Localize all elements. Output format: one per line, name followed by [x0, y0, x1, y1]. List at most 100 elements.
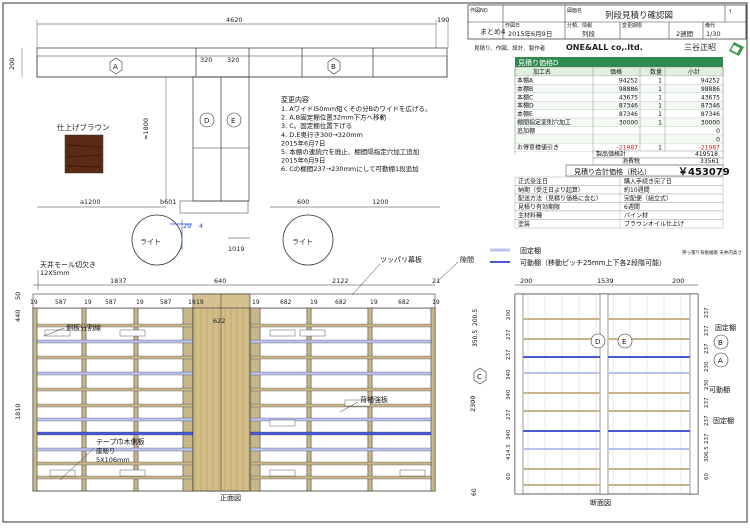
callout-ceiling-molding-size: 12X5mm: [40, 269, 70, 277]
svg-text:D: D: [595, 338, 600, 346]
estimate-cell: 87346: [701, 103, 720, 110]
side-shelf: [608, 448, 690, 450]
estimate-cell: 1: [658, 94, 662, 101]
unit-marker-a-side: A: [713, 352, 729, 368]
callout-gap: 隙間: [460, 255, 474, 264]
side-shelf: [523, 392, 600, 394]
front-shelf: [249, 355, 432, 360]
estimate-cell: -21987: [617, 145, 638, 152]
svg-text:E: E: [622, 338, 626, 346]
estimate-header: 見積り価格D: [518, 58, 558, 67]
svg-text:D: D: [204, 117, 209, 125]
front-shelf: [36, 323, 194, 328]
finish-sample-label: 仕上げブラウン: [57, 122, 110, 132]
dim-1800: ≈1800: [142, 118, 150, 140]
tax-value: 33561: [700, 158, 719, 165]
estimate-cell: 1: [658, 120, 662, 127]
estimate-cell: 追加棚: [517, 127, 535, 135]
estimate-cell: 本棚D: [517, 102, 534, 110]
spec-label: 納期（受注日より起算）: [518, 186, 584, 194]
company-logo-icon: [729, 42, 744, 56]
side-stack-dims: 200237237340340237340414.560237237237230…: [506, 307, 710, 480]
estimate-cell: お得意様値引き: [517, 144, 559, 152]
dim-1837: 1837: [110, 277, 127, 285]
side-note: 突っ張り背板幅寄 天井内高さ: [682, 249, 742, 256]
title-block: 作図NO まとめ4 作図日 2015年6月9日 図面名 列段見積り確認図 分類、…: [467, 4, 747, 56]
estimate-cell: 30000: [701, 120, 720, 127]
side-shelf: [608, 430, 690, 432]
front-shelf: [36, 431, 194, 436]
drawing-due: 2週間: [676, 29, 693, 38]
staff-name: 三谷正昭: [684, 43, 716, 52]
side-stack-right: 237: [704, 343, 710, 354]
change-notes-title: 変更内容: [281, 95, 309, 104]
front-sub-dim: 19: [432, 299, 440, 306]
grand-total: ￥453079: [678, 167, 730, 178]
front-sub-dim: 587: [105, 299, 117, 306]
spec-value: 購入手続き完了日: [624, 178, 672, 186]
spec-label: 主材料種: [518, 212, 542, 220]
front-shelf: [249, 475, 432, 480]
dim-29: 29: [183, 222, 191, 230]
front-sub-dim: 587: [160, 299, 172, 306]
estimate-cell: 87346: [619, 103, 638, 110]
side-shelf: [523, 318, 600, 320]
estimate-row: [514, 126, 724, 135]
front-sub-dim: 19: [30, 299, 38, 306]
label-date: 作図日: [505, 22, 520, 29]
dim-640: 640: [214, 277, 226, 285]
front-shelf: [249, 339, 432, 344]
svg-text:E: E: [231, 117, 235, 125]
unit-marker-d: D: [199, 112, 215, 128]
front-shelf: [36, 371, 194, 376]
estimate-cell: 98886: [701, 86, 720, 93]
legend-movable: 可動棚（移動ピッチ25mm上下各2段階可能）: [520, 258, 666, 267]
estimate-cell: 棚間指定変則穴加工: [517, 119, 571, 127]
plan-markers: A B D E: [109, 57, 341, 128]
dim-side-1539: 1539: [597, 277, 614, 285]
svg-text:B: B: [718, 339, 723, 347]
tax-label: 消費税: [622, 157, 640, 165]
dim-side-200-l: 200: [520, 277, 532, 285]
side-stack-left: 200: [506, 309, 512, 320]
drawing-page: 1/30: [706, 30, 721, 38]
estimate-cell: 本棚B: [517, 85, 533, 93]
side-stack-right: 237: [704, 433, 710, 444]
svg-text:A: A: [113, 63, 118, 71]
spec-label: 配送方法（見積り価格に含む）: [518, 195, 602, 203]
svg-text:B: B: [331, 63, 336, 71]
label-drawing-name: 図面名: [567, 7, 582, 14]
side-stack-left: 237: [506, 329, 512, 340]
finish-sample-swatch: [64, 134, 104, 174]
callout-tension-board: ツッパリ幕板: [380, 255, 422, 264]
dim-622: 622: [213, 317, 225, 325]
change-line: 2015年6月9日: [281, 156, 325, 165]
front-shelf: [249, 431, 432, 436]
spec-label: 塗装: [518, 220, 530, 228]
estimate-cell: 1: [658, 145, 662, 152]
front-sub-dim: 19: [196, 299, 204, 306]
front-sub-dim: 682: [280, 299, 292, 306]
side-stack-right: 237: [704, 325, 710, 336]
front-shelf: [36, 403, 194, 408]
front-callouts: 天井モール切欠き 12X5mm ツッパリ幕板 隙間 側板分割線 背補強板 テープ…: [37, 255, 487, 502]
dim-a1200: a1200: [80, 198, 101, 206]
light-label-left: ライト: [140, 238, 161, 246]
front-shelf: [249, 461, 432, 466]
dim-1019: 1019: [228, 245, 245, 253]
estimate-cell: 本棚C: [517, 93, 533, 101]
front-shelf: [36, 387, 194, 392]
svg-text:200: 200: [8, 58, 16, 70]
front-sub-dim: 19: [188, 299, 196, 306]
side-shelf: [523, 356, 600, 358]
front-sub-dim: 19: [310, 299, 318, 306]
side-shelf: [608, 338, 690, 340]
unit-marker-b: B: [327, 57, 341, 75]
dim-4620: 4620: [226, 16, 243, 24]
dim-21: 21: [432, 277, 440, 285]
dim-side-200-r: 200: [672, 277, 684, 285]
estimate-cell: 1: [658, 86, 662, 93]
unit-marker-d-side: D: [590, 333, 606, 349]
